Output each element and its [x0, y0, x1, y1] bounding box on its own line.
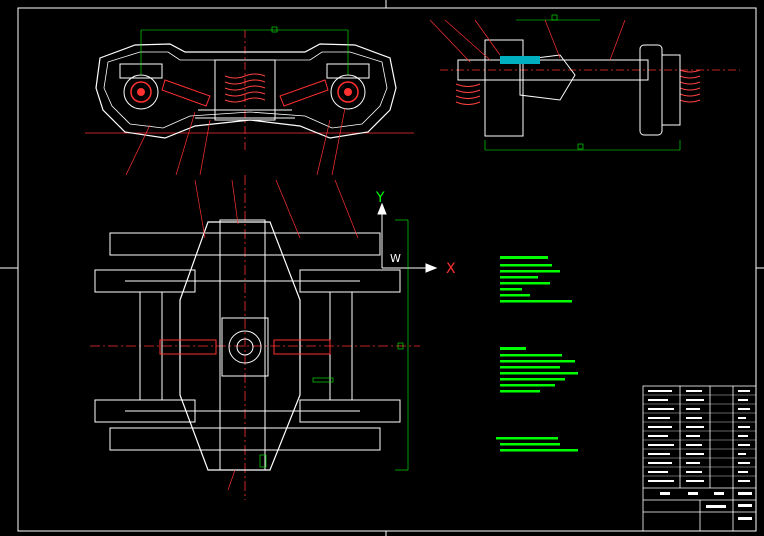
plan-view-dimensions: [259, 219, 409, 471]
end-view-springs: [455, 69, 701, 105]
end-wheel: [639, 44, 663, 136]
end-view-leaders: [429, 19, 626, 63]
coordinate-axes: [377, 202, 438, 273]
title-block-rows: [643, 394, 756, 477]
title-block-text-marks: [648, 390, 752, 520]
side-view-leaders: [125, 107, 346, 176]
axis-label-w: W: [390, 252, 401, 265]
axis-label-x: X: [446, 261, 456, 277]
rear-wheelset: [94, 399, 401, 423]
title-block: [642, 385, 757, 532]
side-view-dimension: [140, 26, 349, 75]
central-spring-set: [224, 73, 266, 103]
plan-view-leaders: [194, 179, 359, 491]
detail-highlight: [500, 56, 540, 64]
center-plate: [221, 317, 269, 377]
plan-view: Y X W: [90, 175, 456, 500]
left-axle-box: [119, 63, 163, 110]
end-view-dimensions: [484, 14, 681, 151]
axis-label-y: Y: [375, 190, 385, 206]
technical-notes: [496, 256, 578, 452]
front-wheelset: [94, 269, 401, 293]
bolster: [179, 221, 301, 471]
side-frame-outline: [95, 43, 397, 139]
side-view: [85, 26, 414, 176]
end-view: [429, 14, 740, 151]
